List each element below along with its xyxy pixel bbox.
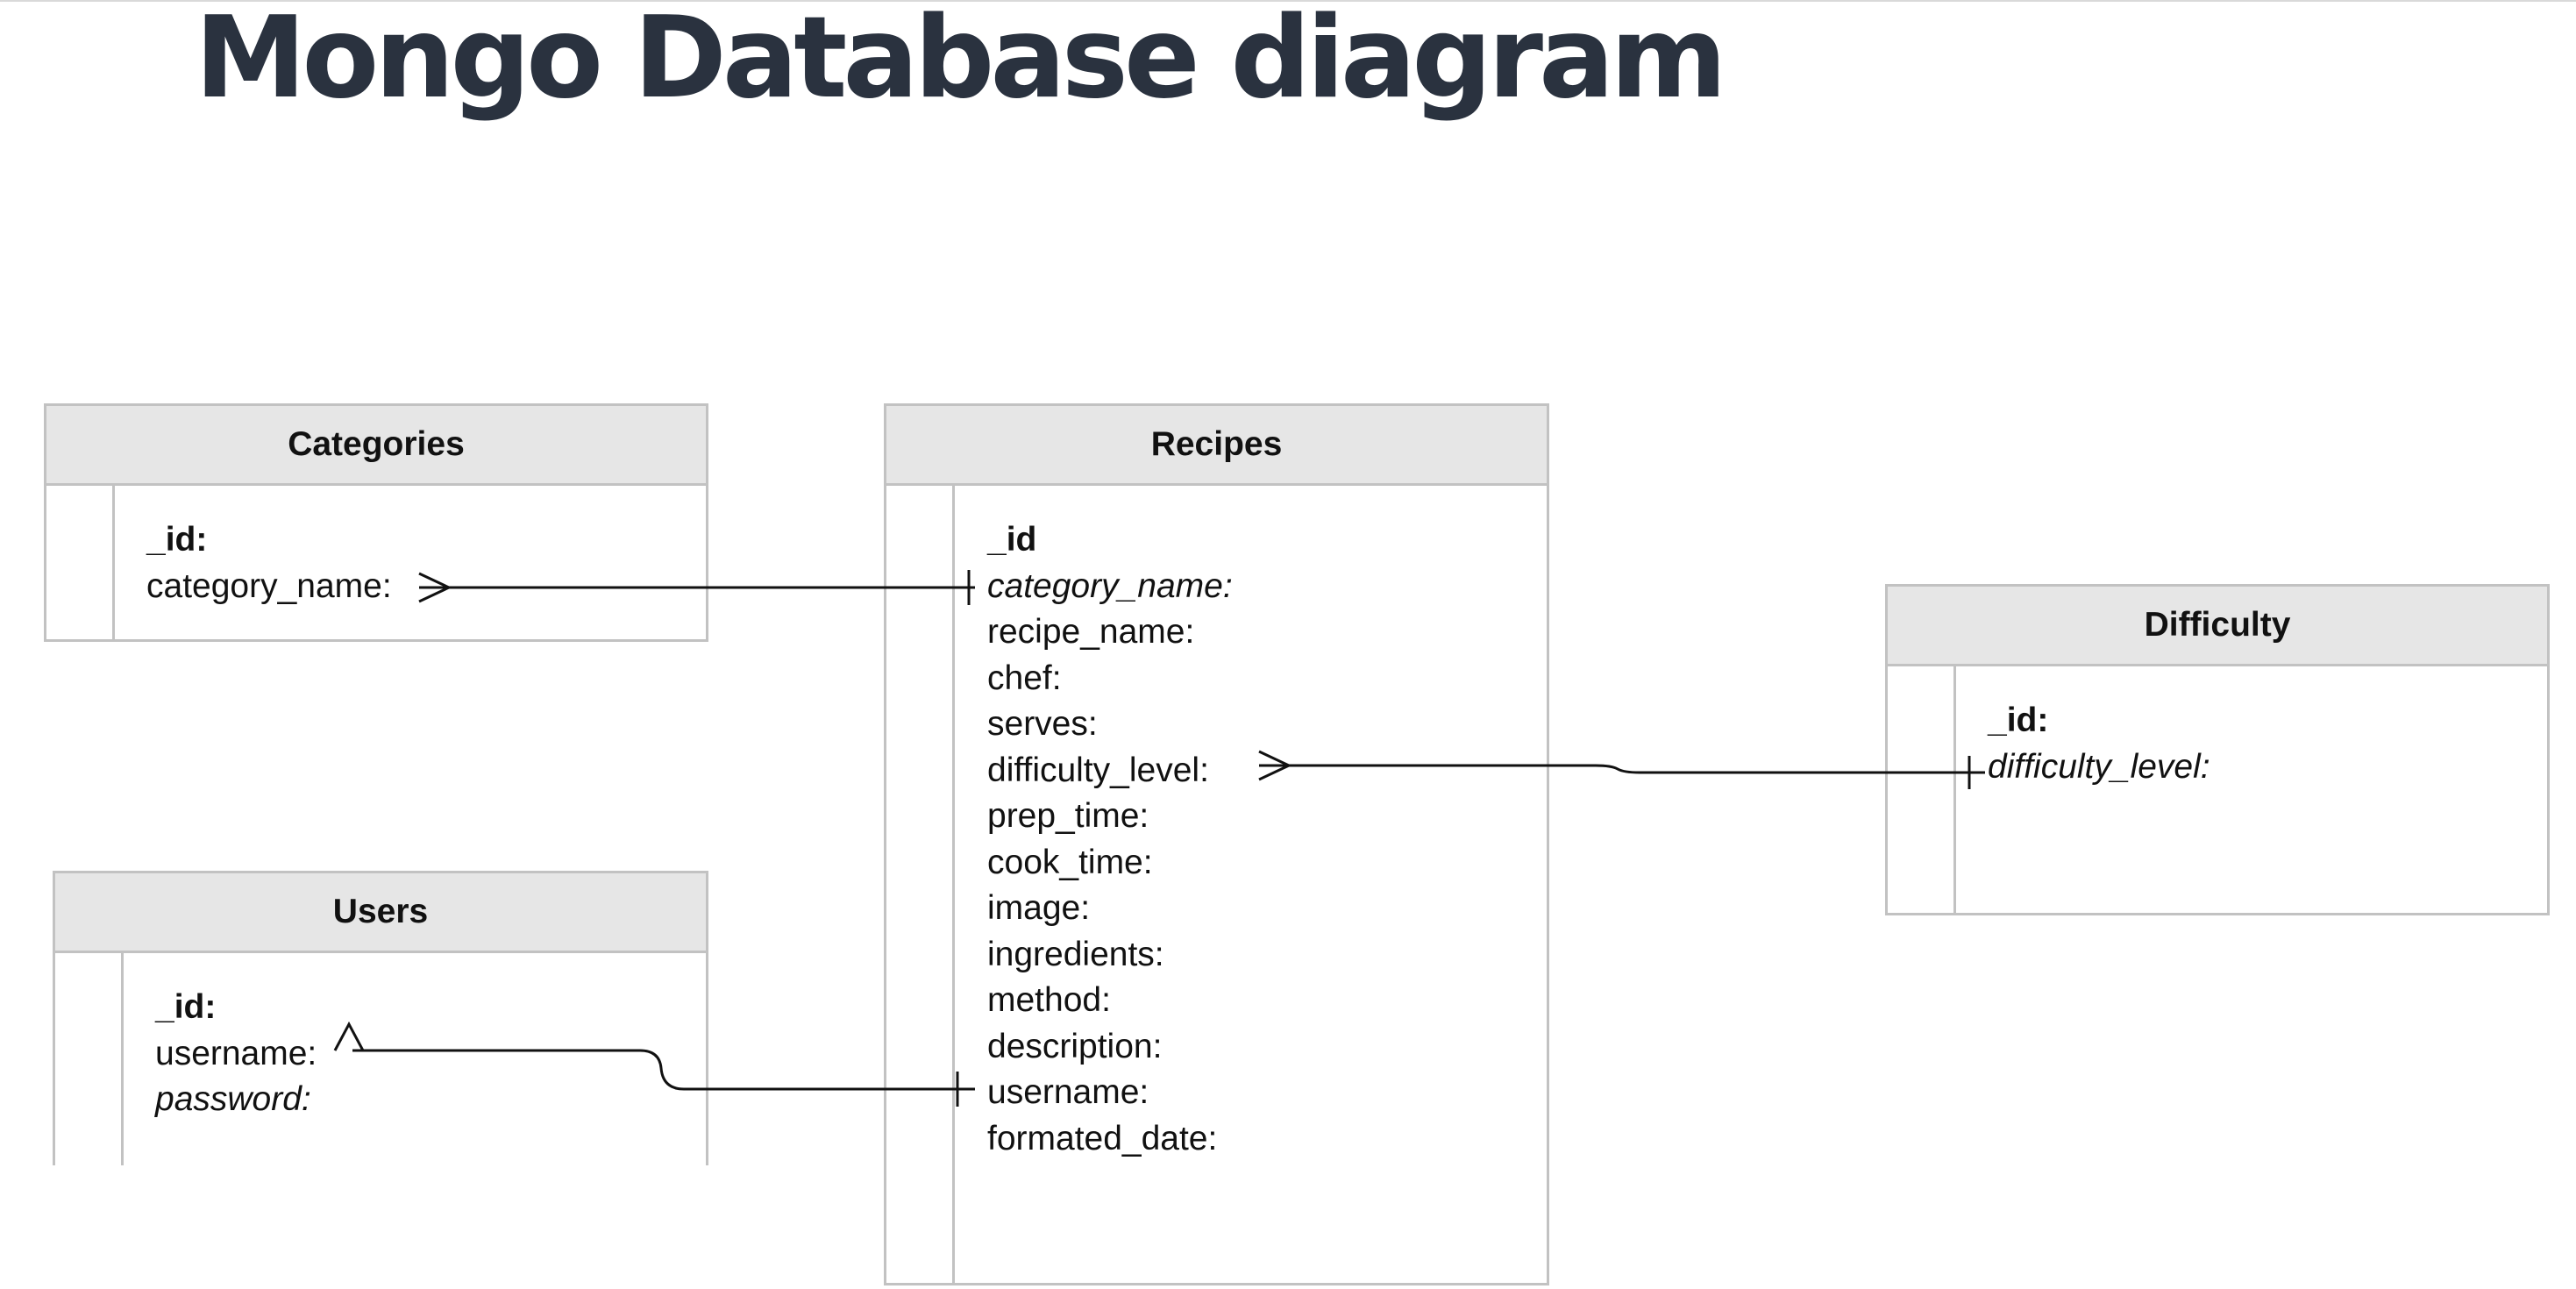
recipes-field-formated-date: formated_date: [987,1119,1218,1157]
recipes-table-header: Recipes [886,406,1547,486]
key-column-divider [121,953,124,1165]
key-column-divider [1953,666,1956,913]
recipes-field-prep-time: prep_time: [987,797,1149,835]
recipes-field-cook-time: cook_time: [987,843,1153,881]
recipes-field-chef: chef: [987,659,1062,697]
users-field-password: password: [155,1080,311,1118]
categories-field-category-name: category_name: [146,566,392,605]
recipes-field-description: description: [987,1027,1163,1065]
difficulty-table[interactable]: Difficulty _id: difficulty_level: [1885,584,2550,915]
users-table-body: _id: username: password: [55,953,706,1165]
categories-field-id: _id: [146,521,208,559]
difficulty-field-list: _id: difficulty_level: [1988,698,2210,790]
categories-table[interactable]: Categories _id: category_name: [44,403,708,642]
users-field-username: username: [155,1034,317,1072]
recipes-field-list: _id category_name: recipe_name: chef: se… [987,517,1233,1162]
difficulty-field-difficulty-level: difficulty_level: [1988,747,2210,786]
recipes-field-recipe-name: recipe_name: [987,613,1195,651]
recipes-field-id: _id [987,521,1037,559]
categories-field-list: _id: category_name: [146,517,392,609]
page-title: Mongo Database diagram [195,0,1727,124]
categories-table-body: _id: category_name: [46,486,706,639]
recipes-field-username: username: [987,1073,1149,1111]
recipes-table-body: _id category_name: recipe_name: chef: se… [886,486,1547,1283]
recipes-field-category-name: category_name: [987,566,1233,605]
recipes-field-serves: serves: [987,705,1098,743]
difficulty-table-body: _id: difficulty_level: [1888,666,2547,913]
users-field-list: _id: username: password: [155,985,317,1123]
recipes-table[interactable]: Recipes _id category_name: recipe_name: … [884,403,1549,1285]
difficulty-table-header: Difficulty [1888,587,2547,666]
users-table[interactable]: Users _id: username: password: [53,871,708,1165]
recipes-field-ingredients: ingredients: [987,935,1164,973]
key-column-divider [952,486,955,1283]
users-field-id: _id: [155,988,217,1026]
users-table-header: Users [55,873,706,953]
recipes-field-method: method: [987,981,1111,1019]
recipes-field-image: image: [987,889,1091,927]
difficulty-field-id: _id: [1988,701,2049,739]
recipes-field-difficulty-level: difficulty_level: [987,751,1209,789]
key-column-divider [112,486,115,639]
top-divider [0,0,2576,2]
categories-table-header: Categories [46,406,706,486]
